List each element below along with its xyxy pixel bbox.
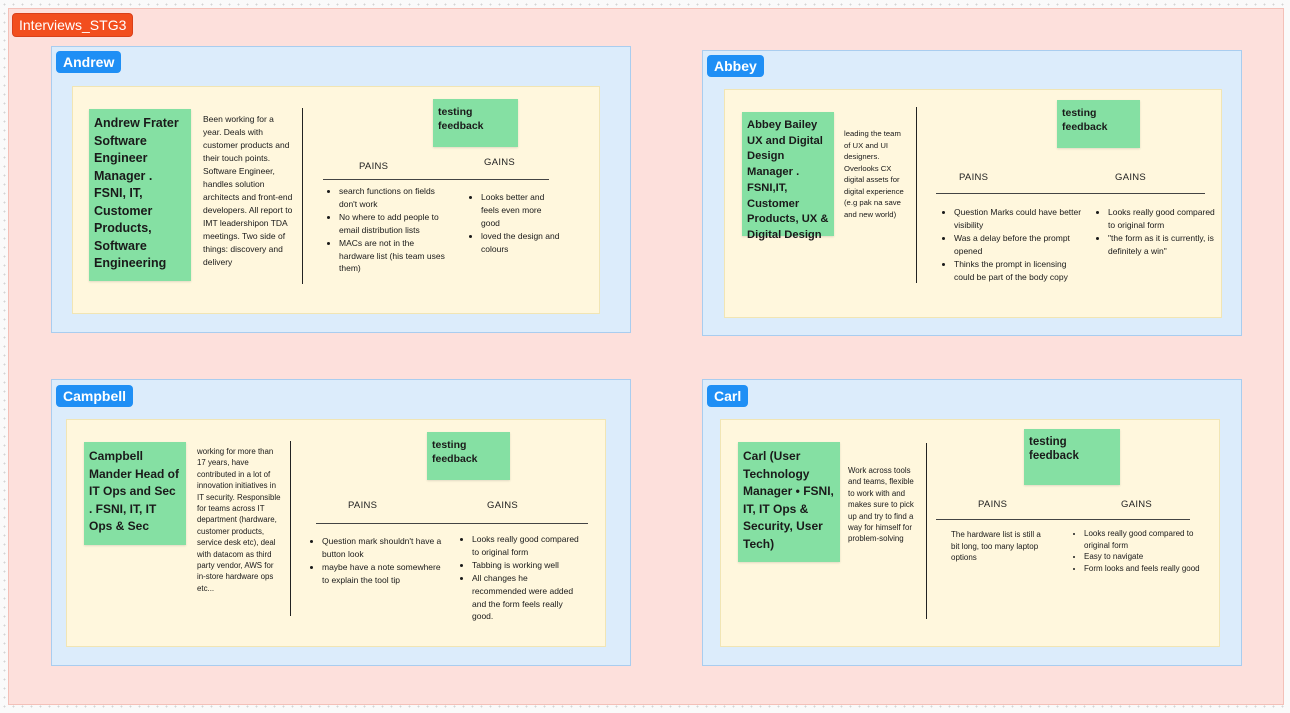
list-item: loved the design and colours bbox=[481, 230, 561, 256]
list-item: Question Marks could have better visibil… bbox=[954, 206, 1082, 232]
divider-horizontal bbox=[936, 519, 1190, 520]
gains-list: Looks really good compared to original f… bbox=[1070, 528, 1200, 574]
profile-description: Been working for a year. Deals with cust… bbox=[203, 114, 293, 267]
pains-list: Question mark shouldn't have a button lo… bbox=[308, 535, 442, 587]
list-item: Looks really good compared to original f… bbox=[1108, 206, 1216, 232]
frame-tag-carl[interactable]: Carl bbox=[707, 385, 749, 407]
gains-heading: GAINS bbox=[1115, 172, 1147, 183]
profile-sticky-campbell[interactable]: Campbell Mander Head of IT Ops and Sec .… bbox=[84, 442, 186, 545]
divider-vertical bbox=[916, 107, 917, 283]
list-item: Looks really good compared to original f… bbox=[472, 533, 582, 559]
feedback-label: testing feedback bbox=[1029, 436, 1079, 462]
divider-vertical bbox=[926, 443, 927, 619]
profile-description: working for more than 17 years, have con… bbox=[197, 447, 281, 593]
frame-tag-campbell[interactable]: Campbell bbox=[56, 385, 134, 407]
profile-title: Abbey Bailey UX and Digital Design Manag… bbox=[747, 119, 829, 241]
testing-feedback-sticky[interactable]: testing feedback bbox=[1024, 429, 1120, 485]
list-item: All changes he recommended were added an… bbox=[472, 572, 582, 624]
testing-feedback-sticky[interactable]: testing feedback bbox=[433, 99, 518, 147]
divider-vertical bbox=[290, 441, 291, 616]
list-item: Tabbing is working well bbox=[472, 559, 582, 572]
divider-horizontal bbox=[316, 523, 588, 524]
pains-heading: PAINS bbox=[359, 161, 389, 172]
profile-description: leading the team of UX and UI designers.… bbox=[844, 129, 904, 219]
gains-heading: GAINS bbox=[487, 500, 519, 511]
list-item: maybe have a note somewhere to explain t… bbox=[322, 561, 442, 587]
pains-heading: PAINS bbox=[978, 499, 1008, 510]
feedback-label: testing feedback bbox=[1062, 107, 1108, 133]
list-item: MACs are not in the hardware list (his t… bbox=[339, 237, 445, 276]
profile-description: Work across tools and teams, flexible to… bbox=[848, 466, 914, 544]
divider-horizontal bbox=[936, 193, 1205, 194]
list-item: Form looks and feels really good bbox=[1084, 563, 1200, 575]
list-item: Thinks the prompt in licensing could be … bbox=[954, 258, 1082, 284]
profile-sticky-andrew[interactable]: Andrew Frater Software Engineer Manager … bbox=[89, 109, 191, 281]
gains-list: Looks really good compared to original f… bbox=[1094, 206, 1216, 258]
pains-heading: PAINS bbox=[959, 172, 989, 183]
list-item: Question mark shouldn't have a button lo… bbox=[322, 535, 442, 561]
list-item: Looks really good compared to original f… bbox=[1084, 528, 1200, 551]
gains-list: Looks better and feels even more good lo… bbox=[467, 191, 561, 256]
profile-title: Campbell Mander Head of IT Ops and Sec .… bbox=[89, 449, 180, 533]
profile-sticky-carl[interactable]: Carl (User Technology Manager • FSNI, IT… bbox=[738, 442, 840, 562]
pains-text: The hardware list is still a bit long, t… bbox=[951, 530, 1041, 562]
list-item: "the form as it is currently, is definit… bbox=[1108, 232, 1216, 258]
gains-list: Looks really good compared to original f… bbox=[458, 533, 582, 623]
frame-tag-andrew[interactable]: Andrew bbox=[56, 51, 122, 73]
feedback-label: testing feedback bbox=[432, 439, 478, 465]
divider-vertical bbox=[302, 108, 303, 284]
profile-title: Carl (User Technology Manager • FSNI, IT… bbox=[743, 449, 834, 551]
divider-horizontal bbox=[323, 179, 549, 180]
list-item: Looks better and feels even more good bbox=[481, 191, 561, 230]
gains-heading: GAINS bbox=[1121, 499, 1153, 510]
testing-feedback-sticky[interactable]: testing feedback bbox=[1057, 100, 1140, 148]
list-item: Easy to navigate bbox=[1084, 551, 1200, 563]
pains-heading: PAINS bbox=[348, 500, 378, 511]
testing-feedback-sticky[interactable]: testing feedback bbox=[427, 432, 510, 480]
profile-sticky-abbey[interactable]: Abbey Bailey UX and Digital Design Manag… bbox=[742, 112, 834, 241]
list-item: No where to add people to email distribu… bbox=[339, 211, 445, 237]
section-title-tag[interactable]: Interviews_STG3 bbox=[12, 13, 134, 37]
gains-heading: GAINS bbox=[484, 157, 516, 168]
list-item: search functions on fields don't work bbox=[339, 185, 445, 211]
list-item: Was a delay before the prompt opened bbox=[954, 232, 1082, 258]
pains-list: Question Marks could have better visibil… bbox=[940, 206, 1082, 283]
feedback-label: testing feedback bbox=[438, 106, 484, 132]
pains-list: search functions on fields don't work No… bbox=[325, 185, 445, 275]
frame-tag-abbey[interactable]: Abbey bbox=[707, 55, 764, 77]
profile-title: Andrew Frater Software Engineer Manager … bbox=[94, 116, 179, 270]
